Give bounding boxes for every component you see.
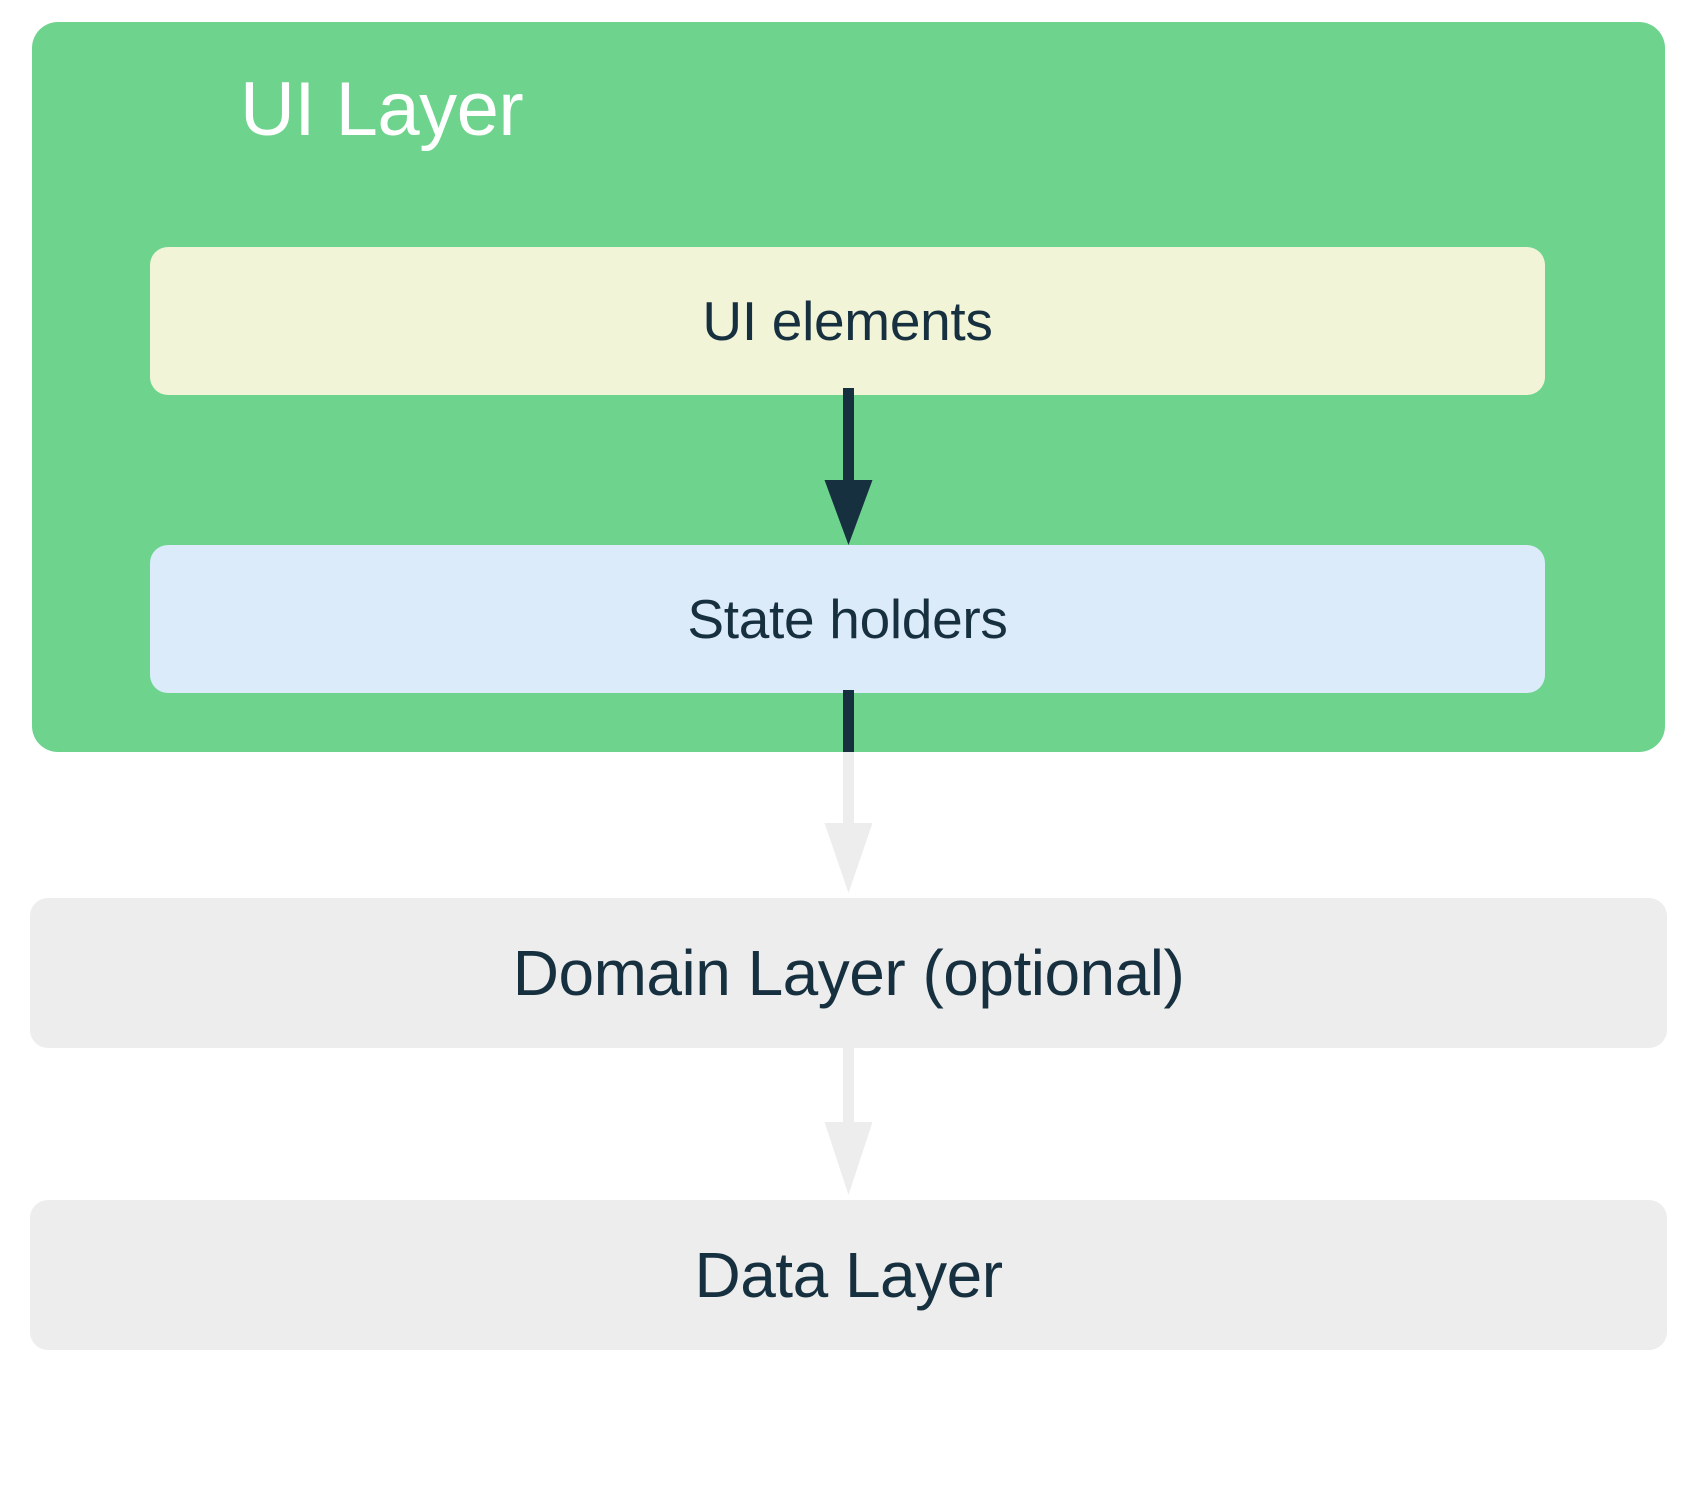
data-layer-box: Data Layer: [30, 1200, 1667, 1350]
ui-elements-box: UI elements: [150, 247, 1545, 395]
ui-layer-title: UI Layer: [240, 67, 524, 152]
domain-layer-label: Domain Layer (optional): [512, 937, 1185, 1009]
domain-layer-box: Domain Layer (optional): [30, 898, 1667, 1048]
ui-elements-label: UI elements: [702, 289, 993, 352]
state-holders-label: State holders: [687, 587, 1008, 650]
state-holders-box: State holders: [150, 545, 1545, 693]
arrow-domain-layer-to-data-layer: [824, 1046, 873, 1195]
ui-layer-container: UI Layer UI elements State holders: [32, 22, 1665, 752]
data-layer-label: Data Layer: [694, 1239, 1003, 1311]
